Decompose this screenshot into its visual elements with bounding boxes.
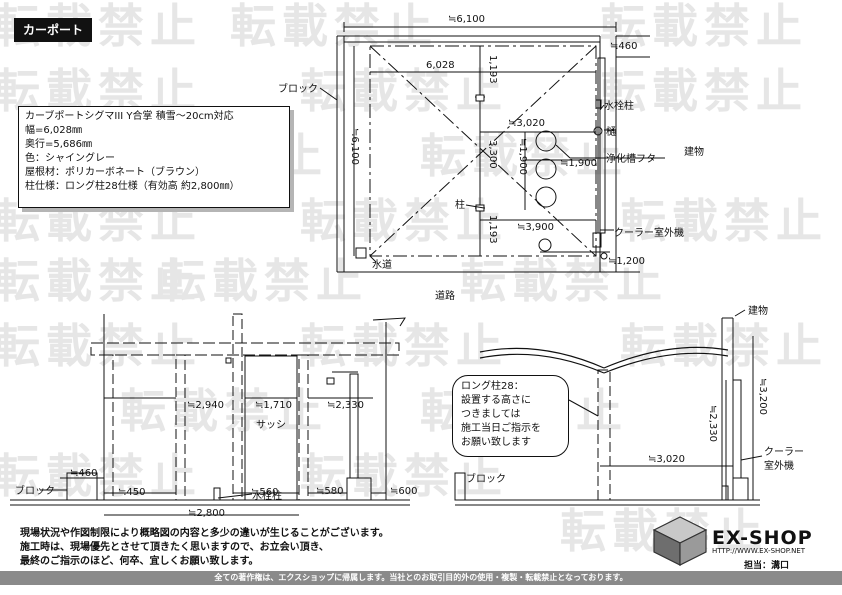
site-notes: 現場状況や作図制限により概略図の内容と多少の違いが生じることがございます。 施工… [20, 527, 389, 569]
label-block-plan: ブロック [278, 84, 318, 95]
dim-plan-inner-width: 6,028 [426, 60, 455, 71]
spec-line: 色：シャイングレー [25, 153, 115, 164]
front-post-right [298, 354, 309, 501]
side-cooler [732, 477, 749, 501]
front-water-tap [346, 477, 372, 501]
page-title: カーポート [14, 18, 92, 42]
dim-front-2330: ≒2,330 [327, 400, 365, 411]
spec-box: カーブポートシグマIII Y合掌 積雪～20cm対応 幅=6,028㎜ 奥行=5… [18, 106, 290, 208]
pillar-marker [475, 94, 485, 102]
callout-line: お願い致します [461, 437, 531, 448]
dim-plan-1900-h: ≒1,900 [560, 158, 598, 169]
side-roof-right [603, 346, 729, 369]
label-water-tap-plan: 水栓柱 [604, 101, 634, 112]
watermark-text: 転載禁止 [0, 319, 202, 373]
note-line: 現場状況や作図制限により概略図の内容と多少の違いが生じることがございます。 [20, 528, 389, 539]
water-box [355, 247, 367, 259]
watermark-text: 転載禁止 [0, 254, 202, 308]
dim-plan-3900: ≒3,900 [517, 222, 555, 233]
septic-cover [535, 130, 557, 152]
callout-line: 設置する高さに [461, 395, 531, 406]
watermark-text: 転載禁止 [300, 194, 508, 248]
front-post-left [103, 354, 114, 501]
dim-front-1710: ≒1,710 [255, 400, 293, 411]
dim-plan-1193-bottom: 1,193 [487, 215, 498, 244]
dim-front-560: ≒560 [251, 487, 279, 498]
watermark-text: 転載禁止 [600, 0, 808, 53]
front-block [66, 472, 98, 501]
watermark-text: 転載禁止 [160, 254, 368, 308]
dim-plan-1193-top: 1,193 [487, 55, 498, 84]
spec-line: 奥行=5,686㎜ [25, 139, 93, 150]
watermark-text: 転載禁止 [300, 64, 508, 118]
watermark-text: 転載禁止 [300, 319, 508, 373]
label-septic: 浄化槽フタ [606, 154, 656, 165]
septic-cover [535, 158, 557, 180]
pillar-note-callout: ロング柱28： 設置する高さに つきましては 施工当日ご指示を お願い致します [452, 375, 569, 457]
label-gutter: 樋 [606, 127, 616, 138]
label-cooler-side: クーラー室外機 [764, 447, 804, 472]
watermark-text: 転載禁止 [0, 449, 202, 503]
cooler-marker [592, 232, 602, 248]
label-pillar: 柱 [455, 200, 465, 211]
dim-plan-top: ≒6,100 [448, 14, 486, 25]
water-meter [538, 238, 552, 252]
dim-plan-1900-v: ≒1,900 [517, 138, 528, 176]
septic-cover [535, 186, 557, 208]
dim-plan-1200: ≒1,200 [608, 256, 646, 267]
callout-line: つきましては [461, 409, 521, 420]
watermark-text: 転載禁止 [600, 64, 808, 118]
label-water-tap-front: 水栓柱 [252, 491, 282, 502]
label-water: 水道 [372, 260, 392, 271]
dim-side-3200: ≒3,200 [757, 378, 768, 416]
dim-plan-3300: 3,300 [487, 140, 498, 169]
dim-front-460: ≒460 [70, 468, 98, 479]
carport-roof-outline [369, 45, 597, 257]
side-post [597, 369, 611, 501]
dim-front-2940: ≒2,940 [187, 400, 225, 411]
callout-line: 施工当日ご指示を [461, 423, 541, 434]
dim-front-600: ≒600 [390, 486, 418, 497]
spec-line: 屋根材：ポリカーボネート（ブラウン） [25, 167, 205, 178]
dim-plan-3020: ≒3,020 [508, 118, 546, 129]
label-block-front: ブロック [15, 486, 55, 497]
callout-line: ロング柱28： [461, 381, 524, 392]
front-roof [90, 342, 400, 356]
dim-front-450: ≒450 [118, 487, 146, 498]
watermark-text: 転載禁止 [420, 129, 628, 183]
exshop-logo-text: EX-SHOP [712, 527, 813, 549]
dim-plan-left: ≒6,100 [349, 128, 360, 166]
spec-line: カーブポートシグマIII Y合掌 積雪～20cm対応 [25, 111, 234, 122]
dim-plan-460: ≒460 [610, 41, 638, 52]
dim-side-3020: ≒3,020 [648, 454, 686, 465]
label-sash: サッシ [256, 420, 286, 431]
spec-line: 幅=6,028㎜ [25, 125, 83, 136]
label-building-side: 建物 [748, 306, 768, 317]
copyright-footer: 全ての著作権は、エクスショップに帰属します。当社とのお取引目的外の使用・複製・転… [0, 571, 842, 585]
dim-front-580: ≒580 [316, 486, 344, 497]
watermark-text: 転載禁止 [460, 254, 668, 308]
watermark-text: 転載禁止 [300, 449, 508, 503]
sash-door [244, 355, 298, 501]
staff-name: 担当：溝口 [744, 561, 790, 571]
spec-line: 柱仕様：ロング柱28仕様（有効高 約2,800㎜） [25, 181, 240, 192]
label-block-side: ブロック [466, 474, 506, 485]
watermark-text: 転載禁止 [620, 194, 828, 248]
side-block [454, 472, 466, 501]
side-roof-left [479, 347, 605, 369]
note-line: 施工時は、現場優先とさせて頂きたく思いますので、お立会い頂き、 [20, 542, 329, 553]
note-line: 最終のご指示のほど、何卒、宜しくお願い致します。 [20, 556, 259, 567]
dim-front-2800: ≒2,800 [188, 508, 226, 519]
dim-side-2330: ≒2,330 [707, 405, 718, 443]
watermark-text: 転載禁止 [620, 319, 828, 373]
label-road: 道路 [435, 291, 455, 302]
watermark-text: 転載禁止 [120, 384, 328, 438]
label-building-plan: 建物 [684, 147, 704, 158]
exshop-logo-mark [652, 516, 708, 566]
label-cooler-plan: クーラー室外機 [614, 228, 684, 239]
exshop-url: HTTP://WWW.EX-SHOP.NET [712, 547, 806, 555]
